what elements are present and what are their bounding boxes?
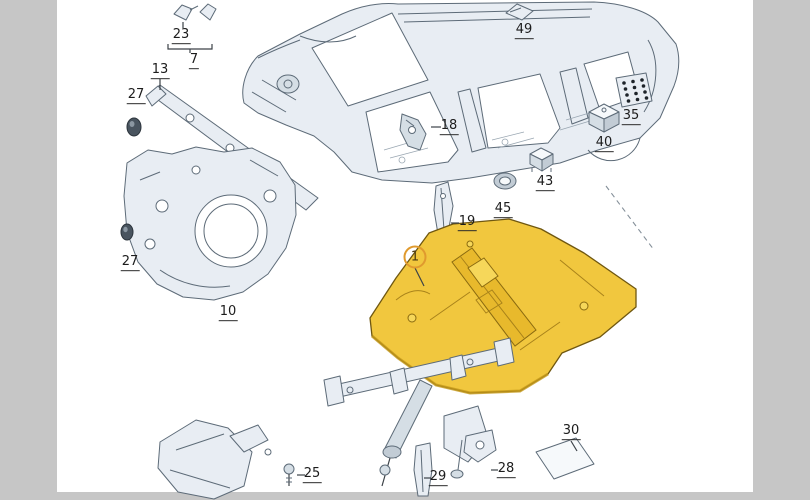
steering-column: [383, 379, 433, 459]
callout-27-upper[interactable]: 27: [126, 87, 146, 104]
part-29-strip: [413, 442, 433, 497]
cowl-line: [299, 35, 357, 43]
rear-arch: [587, 137, 641, 162]
callout-7[interactable]: 7: [188, 52, 200, 69]
part-28-bracket: [463, 429, 497, 463]
part-30-mat: [535, 437, 595, 480]
callout-30[interactable]: 30: [561, 423, 581, 440]
blower-hole: [194, 194, 268, 268]
strut-tower: [276, 74, 300, 94]
bottom-left-panels: [157, 419, 272, 500]
rail-end-flange: [145, 85, 167, 107]
carpet-bottom-shading: [371, 334, 549, 395]
part-25-bolt: [283, 463, 295, 486]
part-40-box: [588, 103, 620, 133]
callout-28[interactable]: 28: [496, 461, 516, 478]
group-bracket-7: [167, 44, 213, 53]
part-27-grommet-lower: [120, 223, 134, 241]
part-35-grille: [615, 72, 653, 108]
part-49-plate: [505, 3, 534, 21]
roof-inner-line: [397, 8, 593, 15]
front-rail-line2: [261, 79, 297, 101]
part-18-bracket: [399, 113, 427, 151]
callout-23[interactable]: 23: [171, 27, 191, 44]
part-19-reinforcement: [433, 181, 454, 239]
callout-45[interactable]: 45: [493, 201, 513, 218]
seat-mount-2: [501, 138, 509, 146]
callout-25[interactable]: 25: [302, 466, 322, 483]
rear-panel-curve: [643, 39, 657, 113]
floor-hatch-2: [389, 147, 429, 159]
dashed-reference-line: [605, 185, 655, 251]
callout-19[interactable]: 19: [457, 214, 477, 231]
strut-hole: [283, 79, 293, 89]
blower-hole-inner: [203, 203, 259, 259]
part-43-box: [529, 147, 554, 172]
c-pillar: [559, 67, 589, 125]
column-boot: [382, 445, 402, 459]
windshield-opening: [311, 12, 429, 107]
car-body-shell: [242, 1, 680, 184]
leader-30: [570, 440, 578, 452]
leader-1: [414, 267, 425, 287]
callout-40[interactable]: 40: [594, 135, 614, 152]
shifter-plate: [467, 257, 499, 288]
callout-10[interactable]: 10: [218, 304, 238, 321]
callout-13[interactable]: 13: [150, 62, 170, 79]
seat-mount-1: [398, 156, 406, 164]
roof-inner-line2: [403, 16, 591, 23]
u-joint: [379, 464, 391, 476]
callout-35[interactable]: 35: [621, 108, 641, 125]
callout-27-lower[interactable]: 27: [120, 254, 140, 271]
callout-18[interactable]: 18: [439, 118, 459, 135]
part-10-bulkhead: [123, 146, 297, 301]
callout-29[interactable]: 29: [428, 469, 448, 486]
callout-49[interactable]: 49: [514, 22, 534, 39]
callout-1-highlighted[interactable]: 1: [403, 245, 427, 269]
leader-lines: [159, 22, 578, 479]
floor-hatch-3: [491, 131, 525, 141]
front-rail-line: [251, 91, 287, 113]
callout-43[interactable]: 43: [535, 174, 555, 191]
floor-hatch-4: [497, 137, 535, 149]
part-27-grommet-upper: [126, 117, 142, 137]
pedal-pad: [450, 469, 464, 479]
hood-edge: [257, 39, 301, 59]
part-1-floor-carpet[interactable]: [369, 218, 637, 395]
b-pillar: [457, 88, 487, 153]
rear-door-opening: [477, 73, 561, 149]
part-45-ring: [493, 172, 517, 190]
part-23-clip: [173, 3, 217, 21]
